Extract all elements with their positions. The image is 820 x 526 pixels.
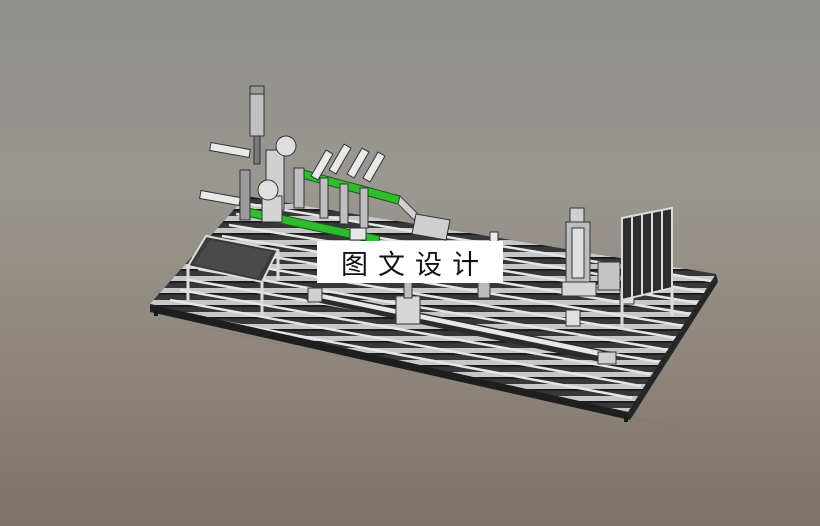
- right-tower: [561, 207, 635, 327]
- rail-carriage: [395, 275, 421, 325]
- linear-rail: [306, 287, 617, 365]
- actuators: [199, 85, 499, 299]
- side-table: [186, 234, 280, 316]
- table-legs: [154, 310, 628, 422]
- watermark-label: 图文设计: [317, 241, 503, 283]
- workbench-table: [150, 196, 718, 420]
- storage-rack: [620, 206, 674, 330]
